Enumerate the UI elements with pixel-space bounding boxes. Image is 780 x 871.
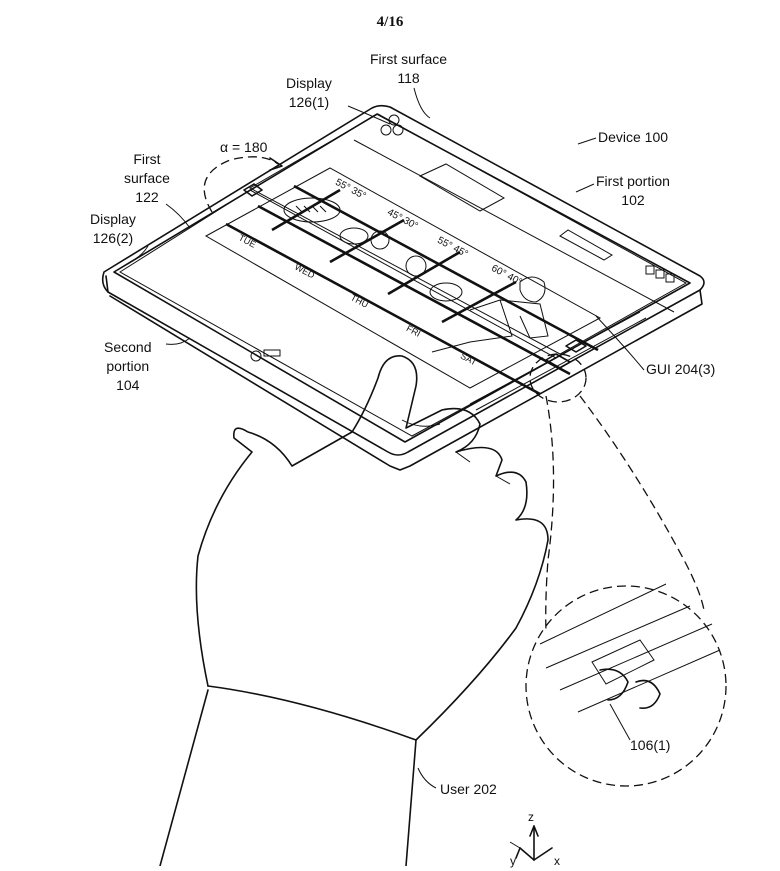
detail-circle (525, 585, 727, 787)
label-hinge-106-1: 106(1) (630, 737, 671, 753)
person-figure (431, 276, 549, 353)
hinge-seam (243, 183, 647, 411)
label-device-100: Device 100 (598, 129, 669, 145)
weather-gui-grid (204, 167, 602, 396)
angle-arc (203, 156, 279, 213)
detail-leader-right (579, 395, 705, 611)
leader-lines (129, 87, 645, 789)
detail-leader-left (545, 395, 555, 633)
label-display-126-1: Display 126(1) (286, 75, 332, 110)
label-first-portion-102: First portion 102 (596, 173, 670, 208)
axis-z-label: z (528, 810, 534, 824)
angle-arrowhead (269, 157, 283, 171)
axis-x-label: x (554, 854, 560, 868)
user-hand (195, 355, 549, 741)
user-sleeve (159, 685, 417, 866)
device-body (101, 104, 705, 471)
label-first-surface-118: First surface 118 (370, 51, 448, 86)
axis-y-label: y (510, 854, 516, 868)
label-user-202: User 202 (440, 781, 497, 797)
axis-triad (509, 825, 553, 861)
label-display-126-2: Display 126(2) (90, 211, 136, 246)
hinge-zoom-detail (539, 583, 721, 713)
label-alpha: α = 180 (220, 139, 268, 155)
label-first-surface-122: First surface 122 (124, 151, 170, 205)
page-number: 4/16 (376, 14, 404, 30)
label-gui-204-3: GUI 204(3) (646, 361, 716, 377)
hinge-source-circle (529, 353, 587, 403)
label-second-portion-104: Second portion 104 (104, 339, 152, 393)
